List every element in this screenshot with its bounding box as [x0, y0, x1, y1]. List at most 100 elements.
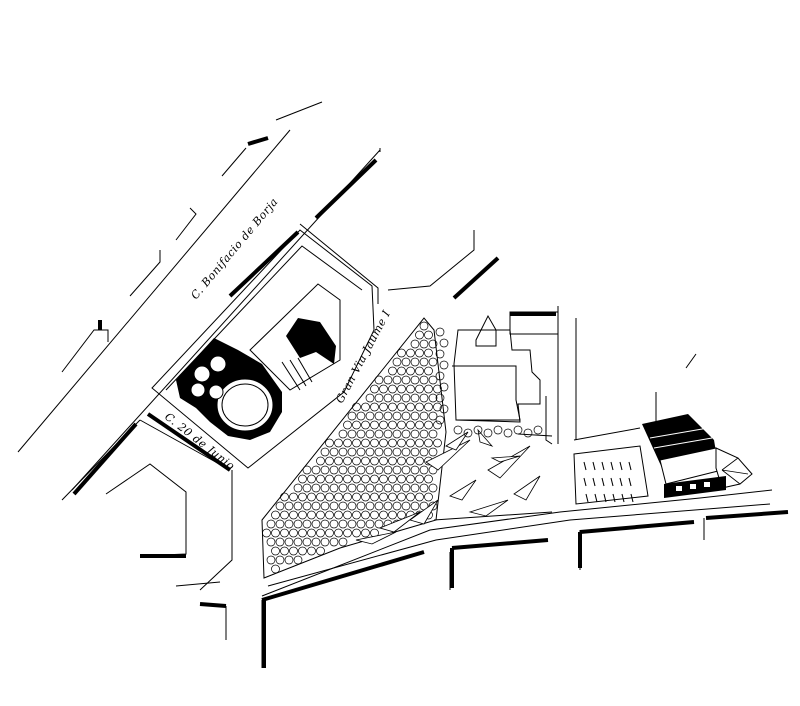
tree	[419, 429, 429, 439]
tree	[419, 411, 429, 421]
tree	[397, 402, 406, 412]
shard	[513, 475, 541, 501]
tree	[311, 465, 321, 475]
parking-stall	[592, 477, 596, 487]
parking-stall	[619, 477, 623, 487]
tree	[343, 438, 352, 448]
tree	[388, 402, 397, 412]
tree	[415, 474, 424, 484]
heavy-face-block-j	[579, 520, 695, 534]
tree	[410, 411, 420, 421]
tree	[397, 456, 406, 466]
tree	[347, 483, 357, 493]
tree	[424, 348, 433, 358]
tree	[415, 492, 424, 502]
tree	[406, 348, 415, 358]
tree	[316, 474, 325, 484]
tree	[334, 474, 343, 484]
tree	[338, 537, 348, 547]
tree	[365, 519, 375, 529]
tree	[428, 393, 438, 403]
tree	[374, 519, 384, 529]
parking-stall	[628, 461, 632, 471]
tree	[284, 519, 294, 529]
street-edge-northeast-2	[387, 230, 475, 291]
tree	[266, 519, 276, 529]
annex-steps	[281, 357, 313, 391]
tree	[298, 474, 307, 484]
tree	[388, 474, 397, 484]
tree	[325, 456, 334, 466]
tree	[428, 411, 438, 421]
tree	[352, 420, 361, 430]
tree	[320, 483, 330, 493]
tree	[365, 393, 375, 403]
parking-stall	[621, 493, 625, 503]
tree	[374, 465, 384, 475]
tree	[302, 501, 312, 511]
tree	[388, 510, 397, 520]
heavy-face-block-f	[261, 550, 425, 602]
block-faces-heavy	[72, 136, 789, 668]
tree	[320, 447, 330, 457]
tree	[311, 483, 321, 493]
tree	[401, 357, 411, 367]
tree	[307, 492, 316, 502]
tree	[316, 456, 325, 466]
ne-annex-1	[475, 314, 497, 347]
tree	[293, 501, 303, 511]
tree	[347, 465, 357, 475]
theatre-dome-2	[209, 355, 227, 373]
tree	[410, 447, 420, 457]
tree	[388, 366, 397, 376]
tree	[338, 483, 348, 493]
tree	[397, 474, 406, 484]
tree	[334, 528, 343, 538]
tree	[338, 501, 348, 511]
street-edge-bonifacio-west	[17, 129, 291, 453]
tree	[392, 429, 402, 439]
tree	[271, 564, 280, 574]
tree	[347, 411, 357, 421]
tree	[473, 425, 483, 435]
ne-building-outline	[453, 329, 541, 423]
shard	[378, 511, 421, 533]
heavy-face-block-c	[146, 412, 232, 472]
tree	[311, 537, 321, 547]
tree	[370, 492, 379, 502]
tree	[439, 360, 449, 370]
tree	[329, 483, 339, 493]
tree	[453, 425, 463, 435]
tree	[379, 438, 388, 448]
tree	[435, 393, 445, 403]
tree	[401, 465, 411, 475]
tree	[379, 492, 388, 502]
park-trees	[262, 321, 442, 574]
shard	[468, 499, 509, 517]
tree	[406, 474, 415, 484]
tree	[383, 411, 393, 421]
street-label-gran-via: Gran Via Jaume I	[333, 308, 393, 405]
tree	[370, 438, 379, 448]
tree	[361, 402, 370, 412]
parking-stall	[610, 461, 614, 471]
tree	[343, 528, 352, 538]
tree	[493, 425, 503, 435]
ne-building	[452, 311, 559, 445]
tree	[419, 339, 429, 349]
block-outline-west-1	[61, 329, 109, 373]
tree	[361, 438, 370, 448]
tree	[463, 428, 473, 438]
tree	[410, 357, 420, 367]
tree	[266, 537, 276, 547]
tree	[361, 492, 370, 502]
tree	[379, 474, 388, 484]
street-edge-northeast	[299, 223, 379, 304]
window	[690, 484, 696, 489]
tree	[352, 438, 361, 448]
tree	[298, 492, 307, 502]
tree	[307, 510, 316, 520]
parking-stall	[610, 477, 614, 487]
tree	[392, 375, 402, 385]
tree	[374, 483, 384, 493]
